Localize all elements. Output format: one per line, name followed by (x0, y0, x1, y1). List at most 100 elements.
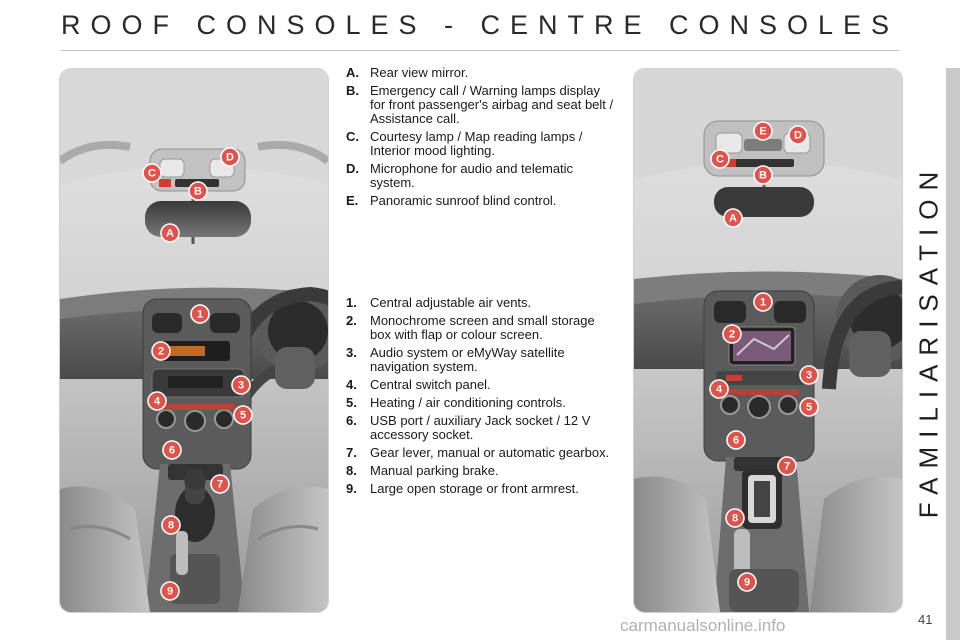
marker-label: 4 (716, 384, 723, 396)
marker-circle (142, 163, 162, 183)
marker-label: A (729, 213, 737, 225)
marker-label: B (759, 170, 767, 182)
marker-circle (231, 375, 251, 395)
marker-circle (753, 165, 773, 185)
marker-circle (220, 147, 240, 167)
right-interior-drawing (634, 69, 902, 612)
roof-console-legend: A. Rear view mirror. B. Emergency call / Wa… (346, 66, 616, 212)
marker-label: 1 (197, 309, 203, 321)
marker-circle (190, 304, 210, 324)
callout-marker-b: B (753, 165, 773, 185)
marker-circle (722, 324, 742, 344)
marker-circle (162, 440, 182, 460)
legend-description: Courtesy lamp / Map reading lamps / Inte… (370, 129, 583, 158)
marker-circle (723, 208, 743, 228)
legend-description: Rear view mirror. (370, 65, 469, 80)
marker-circle (753, 292, 773, 312)
callout-marker-4: 4 (147, 391, 167, 411)
legend-key: 1. (346, 295, 357, 310)
marker-label: D (794, 130, 802, 142)
page-number: 41 (918, 612, 933, 627)
legend-key: 6. (346, 413, 357, 428)
callout-marker-c: C (142, 163, 162, 183)
marker-label: 9 (167, 586, 173, 598)
legend-key: 4. (346, 377, 357, 392)
legend-description: Large open storage or front armrest. (370, 481, 579, 496)
centre-console-item: 2. Monochrome screen and small storage bo… (346, 314, 616, 342)
legend-description: Audio system or eMyWay satellite navigat… (370, 345, 565, 374)
callout-marker-c: C (710, 149, 730, 169)
marker-label: 1 (760, 297, 766, 309)
marker-circle (710, 149, 730, 169)
legend-key: B. (346, 83, 359, 98)
callout-marker-2: 2 (722, 324, 742, 344)
marker-circle (709, 379, 729, 399)
legend-description: Emergency call / Warning lamps display f… (370, 83, 614, 126)
legend-key: 2. (346, 313, 357, 328)
marker-label: 5 (240, 410, 246, 422)
marker-label: 7 (784, 461, 790, 473)
marker-label: 7 (217, 479, 223, 491)
marker-circle (151, 341, 171, 361)
callout-marker-b: B (188, 181, 208, 201)
marker-label: 5 (806, 402, 812, 414)
left-interior-drawing (60, 69, 328, 612)
section-title-vertical: FAMILIARISATION (912, 70, 946, 610)
watermark-text: carmanualsonline.info (620, 616, 786, 635)
marker-circle (233, 405, 253, 425)
section-tab (946, 68, 960, 640)
centre-console-item: 1. Central adjustable air vents. (346, 296, 616, 310)
roof-console-item: B. Emergency call / Warning lamps display… (346, 84, 616, 126)
legend-key: 3. (346, 345, 357, 360)
legend-description: Monochrome screen and small storage box … (370, 313, 595, 342)
roof-console-item: A. Rear view mirror. (346, 66, 616, 80)
marker-circle (777, 456, 797, 476)
centre-console-item: 9.Large open storage or front armrest. (346, 482, 616, 496)
marker-circle (160, 223, 180, 243)
callout-marker-1: 1 (753, 292, 773, 312)
marker-circle (799, 365, 819, 385)
centre-console-item: 8.Manual parking brake. (346, 464, 616, 478)
callout-marker-8: 8 (161, 515, 181, 535)
legend-key: 8. (346, 463, 357, 478)
legend-key: C. (346, 129, 359, 144)
callout-marker-3: 3 (799, 365, 819, 385)
centre-console-item: 5.Heating / air conditioning controls. (346, 396, 616, 410)
callout-marker-9: 9 (737, 572, 757, 592)
legend-key: A. (346, 65, 359, 80)
roof-console-item: E.Panoramic sunroof blind control. (346, 194, 616, 208)
marker-label: 9 (744, 577, 750, 589)
roof-console-item: D.Microphone for audio and telematic sys… (346, 162, 616, 190)
legend-description: USB port / auxiliary Jack socket / 12 V … (370, 413, 591, 442)
title-divider (60, 50, 900, 51)
roof-console-item: C. Courtesy lamp / Map reading lamps / In… (346, 130, 616, 158)
centre-console-item: 3. Audio system or eMyWay satellite navig… (346, 346, 616, 374)
callout-marker-a: A (160, 223, 180, 243)
marker-label: 6 (169, 445, 175, 457)
legend-description: Central adjustable air vents. (370, 295, 532, 310)
callout-marker-5: 5 (233, 405, 253, 425)
callout-marker-4: 4 (709, 379, 729, 399)
marker-label: E (759, 126, 766, 138)
marker-circle (788, 125, 808, 145)
marker-label: 3 (238, 380, 244, 392)
marker-circle (725, 508, 745, 528)
marker-label: B (194, 186, 202, 198)
legend-description: Panoramic sunroof blind control. (370, 193, 557, 208)
callout-marker-6: 6 (162, 440, 182, 460)
marker-label: D (226, 152, 234, 164)
legend-description: Central switch panel. (370, 377, 491, 392)
marker-circle (726, 430, 746, 450)
page-title: ROOF CONSOLES - CENTRE CONSOLES (60, 10, 900, 40)
callout-marker-7: 7 (210, 474, 230, 494)
callout-marker-1: 1 (190, 304, 210, 324)
marker-label: C (148, 168, 156, 180)
marker-circle (210, 474, 230, 494)
section-title-text: FAMILIARISATION (913, 162, 944, 518)
marker-circle (753, 121, 773, 141)
marker-circle (147, 391, 167, 411)
callout-marker-8: 8 (725, 508, 745, 528)
